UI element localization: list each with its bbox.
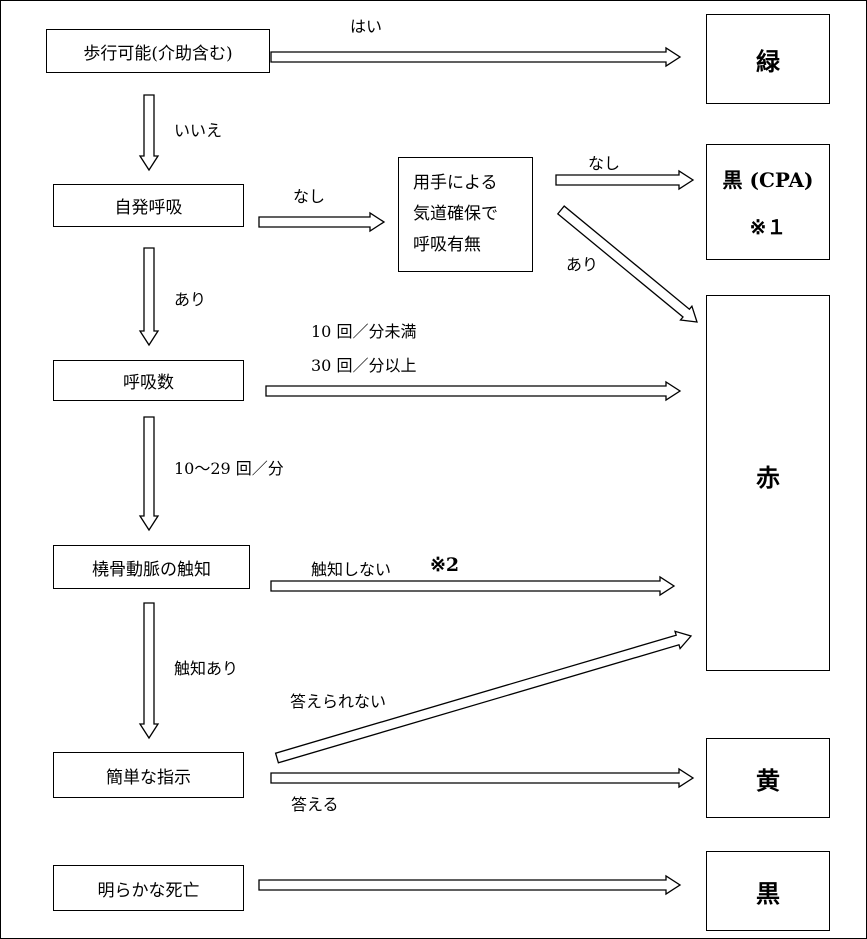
label-rate-normal: 10～29 回／分 (174, 459, 284, 478)
outcome-green: 緑 (706, 14, 830, 104)
outcome-black-cpa: 黒 (CPA) ※１ (706, 144, 830, 260)
step-radial-pulse: 橈骨動脈の触知 (53, 545, 250, 589)
label-yes: はい (350, 17, 383, 36)
label-pulse-present: 触知あり (174, 659, 239, 678)
outcome-note1: ※１ (749, 215, 787, 239)
step-breath: 自発呼吸 (53, 184, 244, 227)
step-obvious-death: 明らかな死亡 (53, 865, 244, 911)
step-manual-line2: 気道確保で (413, 204, 498, 224)
label-present-breath: あり (174, 290, 207, 309)
outcome-red-label: 赤 (756, 463, 780, 492)
outcome-yellow-label: 黄 (756, 765, 780, 795)
arrow-command-red (274, 630, 693, 764)
label-pulse-absent: 触知しない (311, 560, 392, 579)
label-note2: ※2 (430, 554, 460, 576)
label-rate-low: 10 回／分未満 (311, 322, 417, 341)
label-present-manual: あり (566, 255, 599, 274)
step-breath-label: 自発呼吸 (114, 198, 183, 218)
label-rate-high: 30 回／分以上 (311, 356, 417, 375)
label-none-breath: なし (293, 187, 326, 206)
step-command-label: 簡単な指示 (106, 767, 191, 788)
step-manual-line1: 用手による (413, 173, 498, 193)
arrow-manual-black (555, 169, 695, 191)
step-walk-label: 歩行可能(介助含む) (83, 43, 233, 64)
step-walk: 歩行可能(介助含む) (46, 29, 270, 73)
outcome-red: 赤 (706, 295, 830, 671)
arrow-command-yellow (270, 767, 695, 789)
label-no: いいえ (174, 121, 223, 140)
outcome-green-label: 緑 (756, 46, 780, 76)
outcome-black: 黒 (706, 851, 830, 931)
step-manual-airway: 用手による 気道確保で 呼吸有無 (398, 157, 533, 272)
label-can-answer: 答える (291, 795, 339, 814)
outcome-black-cpa-label: 黒 (CPA) (722, 168, 814, 192)
arrow-breath-rate (138, 247, 160, 347)
step-dead-label: 明らかな死亡 (97, 880, 200, 901)
step-rate-label: 呼吸数 (123, 373, 174, 393)
arrow-rate-pulse (138, 416, 160, 532)
step-respiratory-rate: 呼吸数 (53, 360, 244, 401)
step-simple-command: 簡単な指示 (53, 752, 244, 798)
label-none-manual: なし (588, 154, 621, 173)
arrow-pulse-command (138, 602, 160, 740)
step-manual-line3: 呼吸有無 (413, 235, 481, 255)
arrow-pulse-red (270, 575, 676, 597)
arrow-walk-breath (138, 94, 160, 172)
arrow-walk-green (270, 46, 682, 68)
step-pulse-label: 橈骨動脈の触知 (92, 559, 211, 580)
arrow-breath-manual (258, 211, 386, 233)
label-cannot-answer: 答えられない (290, 692, 387, 711)
arrow-manual-red (556, 205, 698, 323)
arrow-rate-red (265, 380, 682, 402)
outcome-black-label: 黒 (756, 878, 780, 908)
outcome-yellow: 黄 (706, 738, 830, 818)
arrow-dead-black (258, 874, 682, 896)
